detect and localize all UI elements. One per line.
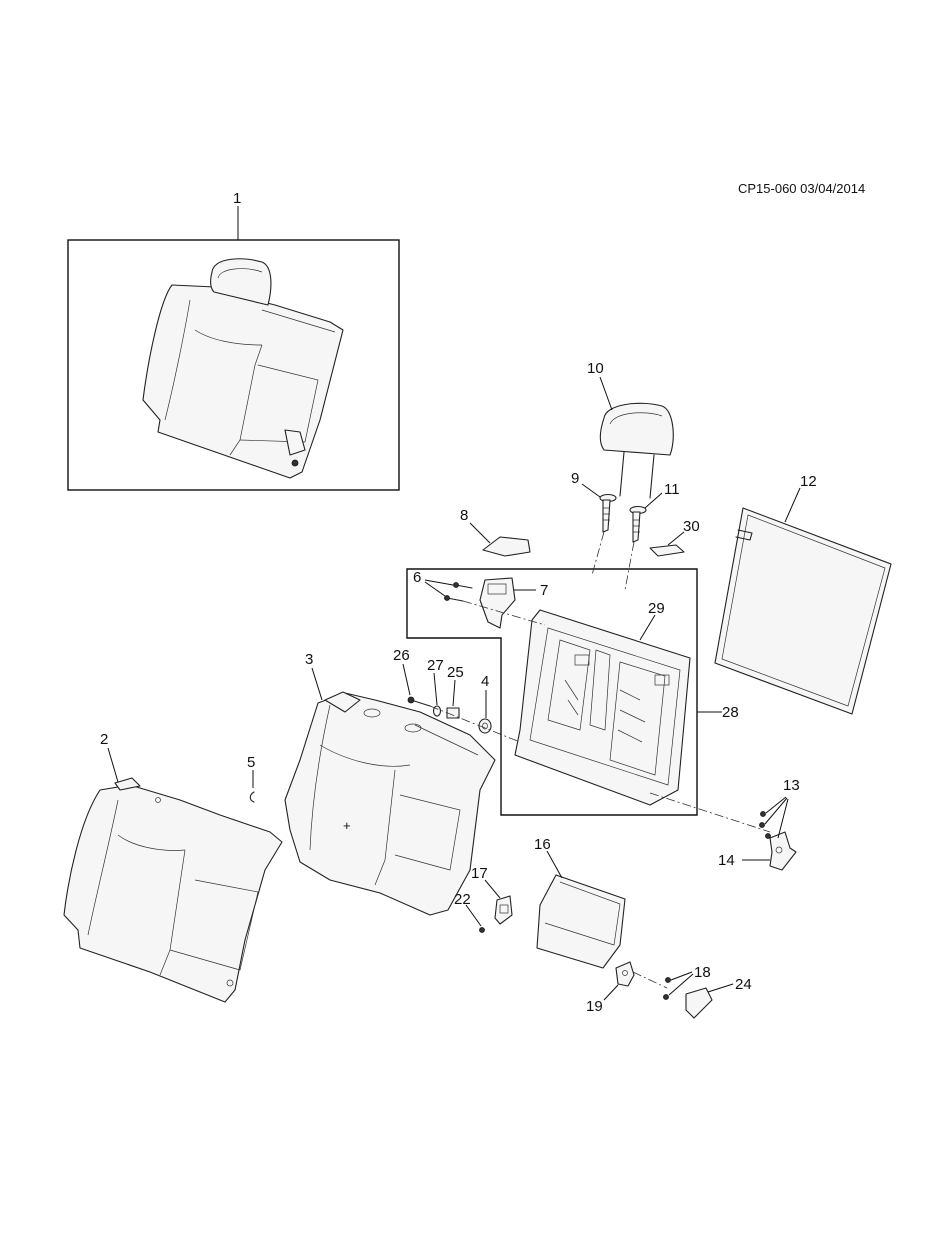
part-11-headrest-guide: 11 xyxy=(629,481,680,543)
callout-25: 25 xyxy=(447,664,464,681)
part-6-screws: 6 xyxy=(413,569,473,602)
part-4-grommet: 4 xyxy=(478,673,492,734)
part-2-seat-back-cover: 2 xyxy=(63,731,283,1003)
callout-7: 7 xyxy=(540,582,548,599)
callout-27: 27 xyxy=(427,657,444,674)
part-10-headrest: 10 xyxy=(587,360,674,499)
part-7-latch-bracket: 7 xyxy=(479,577,548,629)
axis-line-hinge xyxy=(649,792,771,833)
callout-26: 26 xyxy=(393,647,410,664)
callout-17: 17 xyxy=(471,865,488,882)
part-14-hinge: 14 xyxy=(718,831,797,871)
callout-3: 3 xyxy=(305,651,313,668)
part-9-headrest-guide: 9 xyxy=(571,470,617,533)
callout-18: 18 xyxy=(694,964,711,981)
part-27-washer: 27 xyxy=(427,657,444,717)
callout-28: 28 xyxy=(722,704,739,721)
part-8-trim-cover: 8 xyxy=(460,507,531,557)
part-24-cover: 24 xyxy=(685,976,752,1019)
callout-2: 2 xyxy=(100,731,108,748)
callout-16: 16 xyxy=(534,836,551,853)
part-29-seat-back-frame: 29 xyxy=(514,600,691,806)
axis-line-lower xyxy=(632,971,668,989)
seat-back-assembly xyxy=(142,258,344,479)
part-17-strike: 17 xyxy=(471,865,513,925)
part-5-clip: 5 xyxy=(247,754,255,803)
part-16-bolster: 16 xyxy=(534,836,626,969)
axis-line-upper xyxy=(429,705,521,743)
frame-assembly-box: 28 29 7 6 xyxy=(406,568,739,816)
part-13-screws: 13 xyxy=(759,777,800,839)
callout-4: 4 xyxy=(481,673,489,690)
axis-line-guide-11 xyxy=(624,541,635,591)
callout-1: 1 xyxy=(233,190,241,207)
part-30-pad: 30 xyxy=(649,518,700,557)
callout-8: 8 xyxy=(460,507,468,524)
callout-19: 19 xyxy=(586,998,603,1015)
part-3-seat-back-pad: + 3 xyxy=(284,651,496,916)
pad-marking: + xyxy=(343,818,351,833)
part-22-screw: 22 xyxy=(454,891,485,933)
axis-line-guide-9 xyxy=(591,531,605,576)
callout-30: 30 xyxy=(683,518,700,535)
callout-10: 10 xyxy=(587,360,604,377)
seat-back-assembly-box: 1 xyxy=(67,190,400,491)
part-19-bracket: 19 xyxy=(586,961,635,1015)
callout-6: 6 xyxy=(413,569,421,586)
document-code: CP15-060 03/04/2014 xyxy=(738,181,865,196)
part-26-bolt: 26 xyxy=(393,647,431,707)
callout-9: 9 xyxy=(571,470,579,487)
callout-14: 14 xyxy=(718,852,735,869)
part-12-rear-panel: 12 xyxy=(714,473,892,715)
callout-12: 12 xyxy=(800,473,817,490)
part-18-screws: 18 xyxy=(663,964,711,1000)
part-25-bushing: 25 xyxy=(446,664,464,719)
callout-24: 24 xyxy=(735,976,752,993)
callout-13: 13 xyxy=(783,777,800,794)
callout-5: 5 xyxy=(247,754,255,771)
callout-11: 11 xyxy=(664,481,680,498)
callout-22: 22 xyxy=(454,891,471,908)
axis-line-frame xyxy=(462,600,546,626)
callout-29: 29 xyxy=(648,600,665,617)
